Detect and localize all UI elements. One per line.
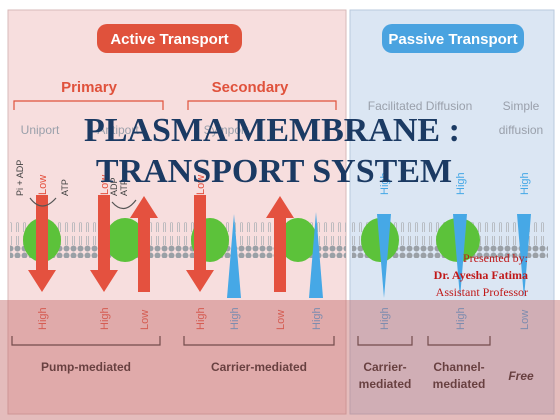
passive-panel — [349, 9, 555, 415]
blue-arrow-symport-2 — [309, 212, 323, 298]
carrier-mediated-line1: Carrier- — [363, 360, 406, 374]
slide-title-line2: TRANSPORT SYSTEM — [96, 153, 452, 190]
active-transport-label: Active Transport — [110, 31, 228, 48]
high-label-4: High — [229, 307, 241, 330]
high-label-2: High — [99, 307, 111, 330]
low-label-3: Low — [195, 175, 207, 195]
uniport-label: Uniport — [21, 123, 60, 137]
facilitated-diffusion-label: Facilitated Diffusion — [368, 99, 473, 113]
diffusion-label: diffusion — [499, 123, 543, 137]
atp-label: ATP — [60, 179, 70, 196]
secondary-heading: Secondary — [212, 79, 289, 96]
secondary-bracket — [187, 100, 337, 110]
red-arrow-down-symport — [186, 195, 214, 292]
atp-hydrolysis-arrow — [29, 197, 57, 207]
simple-label: Simple — [503, 99, 540, 113]
presenter-role: Assistant Professor — [436, 285, 528, 299]
low-label-4: Low — [139, 310, 151, 330]
low-label-6: Low — [519, 310, 531, 330]
low-label-5: Low — [275, 310, 287, 330]
high-label-3: High — [195, 307, 207, 330]
pi-adp-label: Pi + ADP — [15, 160, 25, 196]
red-arrow-up-antiport — [130, 196, 158, 292]
carrier-mediated-bracket — [357, 336, 413, 346]
passive-transport-pill — [382, 24, 524, 53]
high-label-top-simple: High — [519, 172, 531, 195]
low-label-1: Low — [37, 175, 49, 195]
bottom-overlay — [0, 300, 560, 420]
channel-mediated-line1: Channel- — [433, 360, 484, 374]
adp-label-2: ADP — [109, 177, 119, 196]
carrier-mediated-line2: mediated — [359, 377, 412, 391]
high-label-1: High — [37, 307, 49, 330]
channel-mediated-line2: mediated — [433, 377, 486, 391]
active-transport-pill — [97, 24, 242, 53]
atp-hydrolysis-arrow-2 — [111, 199, 137, 210]
blue-arrow-channel — [453, 214, 467, 298]
free-label: Free — [508, 369, 534, 383]
low-label-2: Low — [99, 175, 111, 195]
blue-arrow-symport-1 — [227, 214, 241, 298]
carrier-mediated-label: Carrier-mediated — [211, 360, 307, 374]
primary-heading: Primary — [61, 79, 118, 96]
blue-arrow-simple — [517, 214, 531, 298]
symport-label: Symport — [204, 123, 249, 137]
high-label-6: High — [379, 307, 391, 330]
symport-protein-2 — [279, 218, 317, 262]
high-label-top-channel: High — [455, 172, 467, 195]
antiport-label: Antiport — [97, 123, 139, 137]
slide-title-line1: PLASMA MEMBRANE : — [84, 112, 460, 149]
red-arrow-down-uniport — [28, 195, 56, 292]
blue-arrow-carrier — [377, 214, 391, 298]
passive-transport-label: Passive Transport — [388, 31, 517, 48]
red-arrow-up-symport — [266, 196, 294, 292]
primary-bracket — [13, 100, 164, 110]
pump-bracket — [11, 336, 161, 346]
antiport-protein — [105, 218, 145, 262]
high-label-5: High — [311, 307, 323, 330]
atp-label-2: ATP — [119, 179, 129, 196]
high-label-7: High — [455, 307, 467, 330]
carrier-bracket — [183, 336, 335, 346]
channel-bracket — [427, 336, 491, 346]
pump-mediated-label: Pump-mediated — [41, 360, 131, 374]
presented-by-label: Presented by: — [463, 251, 528, 265]
high-label-top-carrier: High — [379, 172, 391, 195]
red-arrow-down-antiport — [90, 195, 118, 292]
presenter-name: Dr. Ayesha Fatima — [434, 268, 528, 282]
